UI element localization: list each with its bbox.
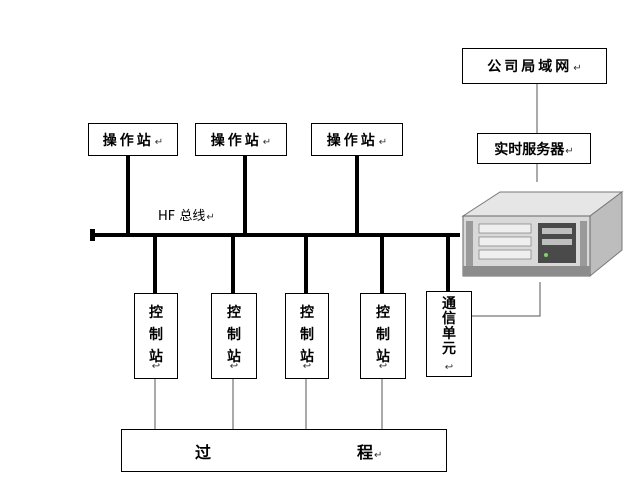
operator-station-label: 操作站↵ bbox=[102, 132, 164, 149]
server-rack-icon bbox=[461, 191, 624, 278]
paragraph-mark: ↵ bbox=[206, 212, 215, 223]
lan-label: 公司局域网↵ bbox=[487, 59, 582, 75]
server-led bbox=[544, 253, 548, 257]
soft-return-mark: ↩ bbox=[151, 361, 161, 372]
soft-return-mark: ↩ bbox=[378, 361, 388, 372]
operator-station-3: 操作站↵ bbox=[311, 123, 403, 156]
server-panel-slot-1 bbox=[542, 228, 572, 234]
comm-unit-to-server-link bbox=[472, 282, 541, 317]
bus-end-cap bbox=[90, 229, 95, 241]
server-bottom-strip bbox=[463, 266, 590, 276]
comm-unit-label: 通信单元 bbox=[442, 296, 456, 357]
server-panel-slot-2 bbox=[542, 239, 572, 245]
control-station-2: 控制站 ↩ bbox=[211, 293, 257, 379]
paragraph-mark: ↵ bbox=[374, 450, 383, 461]
paragraph-mark: ↵ bbox=[262, 136, 272, 148]
paragraph-mark: ↵ bbox=[154, 136, 164, 148]
comm-unit-box: 通信单元 ↩ bbox=[426, 291, 472, 377]
process-box: 过 程↵ bbox=[121, 429, 447, 472]
paragraph-mark: ↵ bbox=[378, 136, 388, 148]
paragraph-mark: ↵ bbox=[565, 145, 574, 157]
operator-station-2: 操作站↵ bbox=[195, 123, 287, 156]
control-station-label: 控制站 bbox=[149, 305, 163, 365]
operator-station-label: 操作站↵ bbox=[326, 132, 388, 149]
control-station-1: 控制站 ↩ bbox=[134, 293, 178, 379]
server-right-handle bbox=[580, 221, 587, 271]
hf-bus-label: HF 总线↵ bbox=[158, 209, 215, 224]
process-char-1: 过 bbox=[195, 443, 212, 462]
server-box: 实时服务器↵ bbox=[477, 133, 591, 164]
control-station-3: 控制站 ↩ bbox=[285, 293, 329, 379]
server-label: 实时服务器↵ bbox=[494, 141, 574, 158]
operator-station-1: 操作站↵ bbox=[88, 123, 178, 156]
bus-lines bbox=[92, 156, 460, 293]
soft-return-mark: ↩ bbox=[229, 361, 239, 372]
server-drive-bay-3 bbox=[478, 249, 532, 260]
operator-station-label: 操作站↵ bbox=[210, 132, 272, 149]
control-station-label: 控制站 bbox=[227, 305, 241, 365]
process-char-2: 程↵ bbox=[357, 443, 383, 462]
server-drive-bay-2 bbox=[478, 236, 532, 247]
control-station-4: 控制站 ↩ bbox=[360, 293, 406, 379]
soft-return-mark: ↩ bbox=[444, 362, 454, 373]
control-station-label: 控制站 bbox=[376, 305, 390, 365]
soft-return-mark: ↩ bbox=[302, 361, 312, 372]
server-left-handle bbox=[466, 221, 473, 271]
lan-box: 公司局域网↵ bbox=[462, 48, 607, 84]
server-drive-bay-1 bbox=[478, 223, 532, 234]
thin-connectors bbox=[154, 84, 541, 429]
paragraph-mark: ↵ bbox=[573, 63, 582, 74]
control-station-label: 控制站 bbox=[300, 305, 314, 365]
